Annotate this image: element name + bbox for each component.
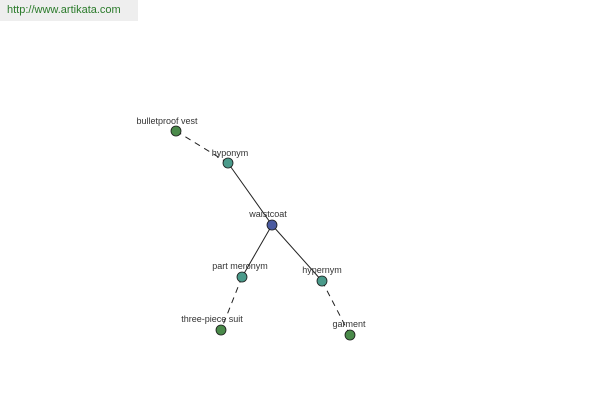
- node-three-piece-suit[interactable]: three-piece suit: [181, 314, 243, 336]
- node-dot-bulletproof-vest[interactable]: [170, 125, 182, 137]
- node-dot-part-meronym[interactable]: [236, 271, 248, 283]
- edge-waistcoat-hyponym: [227, 162, 273, 226]
- node-label-part-meronym: part meronym: [212, 261, 268, 271]
- node-bulletproof-vest[interactable]: bulletproof vest: [136, 116, 198, 137]
- node-dot-three-piece-suit[interactable]: [215, 324, 227, 336]
- node-label-waistcoat: waistcoat: [248, 209, 287, 219]
- node-dot-garment[interactable]: [344, 329, 356, 341]
- edge-waistcoat-hypernym: [271, 224, 323, 282]
- nodes-layer: waistcoat hyponym bulletproof vest part mer…: [136, 116, 366, 341]
- node-label-hyponym: hyponym: [212, 148, 249, 158]
- edge-part-meronym-three-piece-suit: [220, 276, 243, 331]
- edges-layer: [175, 130, 351, 336]
- node-label-three-piece-suit: three-piece suit: [181, 314, 243, 324]
- node-waistcoat[interactable]: waistcoat: [248, 209, 287, 231]
- node-garment[interactable]: garment: [332, 319, 366, 341]
- node-label-hypernym: hypernym: [302, 265, 342, 275]
- node-hypernym[interactable]: hypernym: [302, 265, 342, 287]
- node-dot-hypernym[interactable]: [316, 275, 328, 287]
- node-hyponym[interactable]: hyponym: [212, 148, 249, 169]
- node-part-meronym[interactable]: part meronym: [212, 261, 268, 283]
- source-url-link[interactable]: http://www.artikata.com: [0, 0, 138, 21]
- node-label-bulletproof-vest: bulletproof vest: [136, 116, 198, 126]
- node-dot-hyponym[interactable]: [222, 157, 234, 169]
- edge-waistcoat-part-meronym: [241, 224, 273, 278]
- node-dot-waistcoat[interactable]: [266, 219, 278, 231]
- node-label-garment: garment: [332, 319, 366, 329]
- edge-hyponym-bulletproof-vest: [175, 130, 229, 164]
